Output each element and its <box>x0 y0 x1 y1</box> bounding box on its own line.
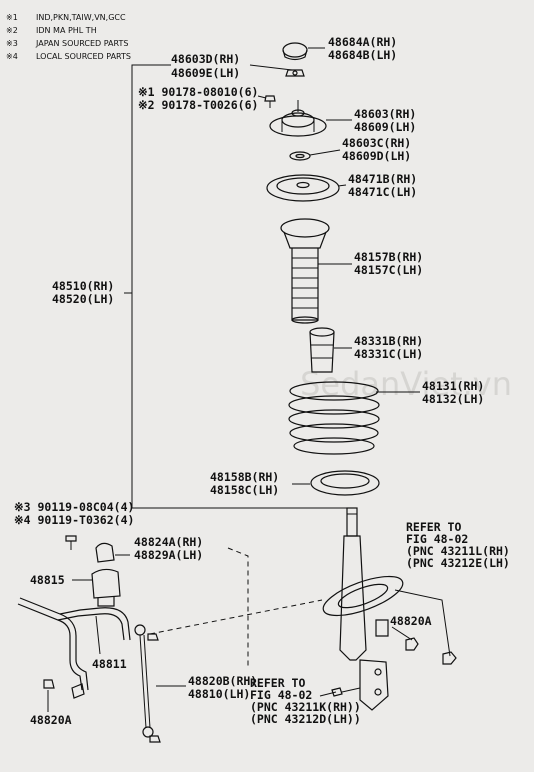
label-mount-rh: 48603(RH) <box>354 107 416 121</box>
note-3-text: JAPAN SOURCED PARTS <box>35 39 128 48</box>
label-upseat-rh: 48471B(RH) <box>348 172 417 186</box>
stabilizer-bushing-part <box>95 542 115 563</box>
dust-cap-part <box>282 42 308 61</box>
coil-spring-part <box>288 381 380 455</box>
label-bolt2: ※2 90178-T0026(6) <box>138 98 258 112</box>
refer2-leader <box>319 691 337 697</box>
refer2-line-3: (PNC 43211K(RH)) <box>250 700 361 714</box>
label-boot-lh: 48157C(LH) <box>354 263 423 277</box>
assembly-bracket-line <box>131 64 347 509</box>
shock-absorber-part <box>322 507 404 711</box>
upper-spring-seat-part <box>266 174 340 202</box>
leader-washer <box>309 149 341 156</box>
mount-bolt-part <box>264 95 276 108</box>
label-bush-lh: 48829A(LH) <box>134 548 203 562</box>
mount-washer-part <box>289 151 311 161</box>
label-nut-a-left: 48820A <box>30 713 72 727</box>
label-stabbar: 48811 <box>92 657 127 671</box>
bar-end-nut-part <box>43 679 85 699</box>
label-upseat-lh: 48471C(LH) <box>348 185 417 199</box>
legend-notes: ※1 IND,PKN,TAIW,VN,GCC ※2 IDN MA PHL TH … <box>6 13 131 61</box>
leader-nut <box>249 64 293 71</box>
dashed-ref-line-left <box>227 547 249 668</box>
label-nut-lh: 48609E(LH) <box>171 66 240 80</box>
knuckle-bolt-part <box>331 687 361 697</box>
note-4-text: LOCAL SOURCED PARTS <box>36 52 131 61</box>
leader-upseat <box>337 184 347 187</box>
label-boot-rh: 48157B(RH) <box>354 250 423 264</box>
label-washer-lh: 48609D(LH) <box>342 149 411 163</box>
refer2-line-1: REFER TO <box>250 676 305 690</box>
refer1-line-4: (PNC 43212E(LH) <box>406 556 510 570</box>
label-washer-rh: 48603C(RH) <box>342 136 411 150</box>
label-link-rh: 48820B(RH) <box>188 674 257 688</box>
bracket-bolt-part <box>65 535 77 550</box>
label-strut-lh: 48520(LH) <box>52 292 114 306</box>
note-3-mark: ※3 <box>6 39 18 48</box>
stabilizer-bar-part <box>17 597 131 691</box>
label-link-lh: 48810(LH) <box>188 687 250 701</box>
label-bolt1: ※1 90178-08010(6) <box>138 85 258 99</box>
stabilizer-bracket-part <box>91 568 121 607</box>
stabilizer-link-part <box>134 624 161 743</box>
refer1-line-2: FIG 48-02 <box>406 532 468 546</box>
label-lowseat-rh: 48158B(RH) <box>210 470 279 484</box>
note-2-mark: ※2 <box>6 26 18 35</box>
label-bump-rh: 48331B(RH) <box>354 334 423 348</box>
bump-stopper-part <box>309 327 335 373</box>
label-spring-lh: 48132(LH) <box>422 392 484 406</box>
refer-note-right: REFER TO FIG 48-02 (PNC 43211L(RH) (PNC … <box>406 520 510 570</box>
label-bush-rh: 48824A(RH) <box>134 535 203 549</box>
upper-mount-part <box>269 100 327 137</box>
label-cap-lh: 48684B(LH) <box>328 48 397 62</box>
leader-bar <box>95 615 101 655</box>
label-bump-lh: 48331C(LH) <box>354 347 423 361</box>
nut-part <box>285 69 305 77</box>
label-strut-rh: 48510(RH) <box>52 279 114 293</box>
label-bolt3: ※3 90119-08C04(4) <box>14 500 134 514</box>
note-4-mark: ※4 <box>6 52 18 61</box>
leader-nut-right <box>391 626 413 641</box>
refer2-line-2: FIG 48-02 <box>250 688 312 702</box>
refer1-leader <box>394 589 451 657</box>
label-bracket: 48815 <box>30 573 65 587</box>
refer-note-bottom: REFER TO FIG 48-02 (PNC 43211K(RH)) (PNC… <box>250 676 361 726</box>
refer1-line-1: REFER TO <box>406 520 461 534</box>
label-cap-rh: 48684A(RH) <box>328 35 397 49</box>
leader-bolt <box>257 95 267 99</box>
refer2-line-4: (PNC 43212D(LH)) <box>250 712 361 726</box>
label-bolt4: ※4 90119-T0362(4) <box>14 513 134 527</box>
label-lowseat-lh: 48158C(LH) <box>210 483 279 497</box>
label-nut-rh: 48603D(RH) <box>171 52 240 66</box>
label-nut-a-right: 48820A <box>390 614 432 628</box>
watermark: SedanViet.vn <box>300 365 512 403</box>
label-mount-lh: 48609(LH) <box>354 120 416 134</box>
note-1-mark: ※1 <box>6 13 18 22</box>
lower-spring-seat-part <box>310 470 380 496</box>
dashed-ref-line-link <box>149 599 323 635</box>
link-nut-right-part <box>405 637 419 651</box>
note-2-text: IDN MA PHL TH <box>36 26 97 35</box>
refer1-line-3: (PNC 43211L(RH) <box>406 544 510 558</box>
note-1-text: IND,PKN,TAIW,VN,GCC <box>36 13 126 22</box>
bellows-boot-part <box>280 218 330 324</box>
label-spring-rh: 48131(RH) <box>422 379 484 393</box>
